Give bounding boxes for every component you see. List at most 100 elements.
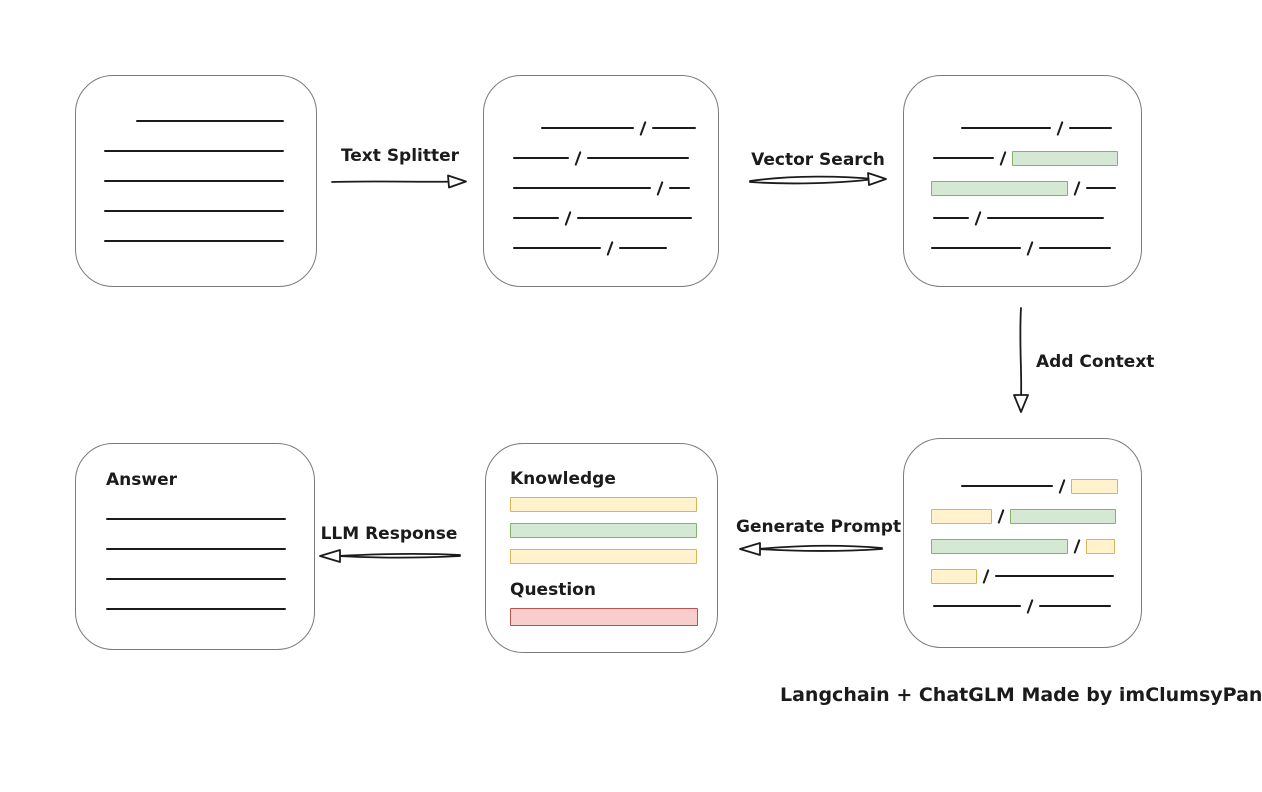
document-lines (76, 76, 316, 256)
text-row (904, 561, 1141, 591)
yellow-bar (510, 497, 697, 512)
answer-lines (106, 504, 314, 624)
vector-search-arrow-icon (749, 172, 887, 186)
text-row (106, 564, 314, 594)
highlight-chunk-yellow (1071, 478, 1119, 494)
text-row (76, 166, 316, 196)
text-row (76, 226, 316, 256)
text-line (1086, 187, 1117, 189)
text-line (587, 157, 690, 159)
text-line (933, 217, 969, 219)
text-row (904, 233, 1141, 263)
text-line (513, 247, 601, 249)
text-row (904, 501, 1141, 531)
chunk-lines (484, 76, 718, 263)
text-row (904, 143, 1141, 173)
green-bar (510, 523, 697, 538)
text-line (136, 120, 284, 122)
text-line (669, 187, 691, 189)
text-line (652, 127, 697, 129)
match-lines (904, 76, 1141, 263)
slash-separator (982, 568, 990, 584)
text-row (484, 173, 718, 203)
text-row (76, 136, 316, 166)
text-line (933, 157, 994, 159)
slash-separator (606, 240, 614, 256)
text-line (513, 187, 651, 189)
text-line (931, 247, 1021, 249)
red-bar (510, 608, 698, 626)
slash-separator (1073, 180, 1081, 196)
highlight-chunk-green (931, 538, 1068, 554)
yellow-bar (510, 549, 697, 564)
text-row (484, 113, 718, 143)
text-row (106, 534, 314, 564)
text-splitter-label: Text Splitter (340, 146, 460, 166)
slash-separator (1073, 538, 1081, 554)
text-line (513, 157, 569, 159)
question-bars (510, 608, 717, 626)
text-line (619, 247, 668, 249)
text-line (933, 605, 1021, 607)
highlight-chunk-yellow (931, 508, 992, 524)
credit-text: Langchain + ChatGLM Made by imClumsyPand… (780, 684, 1262, 706)
split-chunks-box (483, 75, 719, 287)
text-row (904, 531, 1141, 561)
text-row (76, 196, 316, 226)
text-line (1039, 605, 1112, 607)
slash-separator (997, 508, 1005, 524)
text-line (961, 127, 1051, 129)
context-chunks-box (903, 438, 1142, 648)
text-row (904, 203, 1141, 233)
text-row (76, 106, 316, 136)
text-line (1069, 127, 1113, 129)
text-line (577, 217, 693, 219)
add-context-label: Add Context (1036, 352, 1155, 372)
slash-separator (639, 120, 647, 136)
text-line (541, 127, 634, 129)
text-row (484, 233, 718, 263)
question-label: Question (510, 580, 596, 600)
knowledge-label: Knowledge (510, 469, 616, 489)
text-row (484, 203, 718, 233)
slash-separator (656, 180, 664, 196)
text-line (1039, 247, 1112, 249)
text-line (104, 210, 284, 212)
highlight-chunk-yellow (1086, 538, 1116, 554)
text-line (106, 518, 286, 520)
source-document-box (75, 75, 317, 287)
text-row (484, 143, 718, 173)
llm-response-label: LLM Response (320, 524, 458, 544)
context-lines (904, 439, 1141, 621)
text-line (104, 240, 284, 242)
text-line (104, 180, 284, 182)
text-line (995, 575, 1115, 577)
slash-separator (1058, 478, 1066, 494)
text-row (106, 504, 314, 534)
text-line (104, 150, 284, 152)
text-line (106, 608, 286, 610)
answer-label: Answer (106, 470, 177, 490)
slash-separator (1056, 120, 1064, 136)
knowledge-bars (510, 497, 717, 564)
answer-box: Answer (75, 443, 315, 650)
slash-separator (1026, 598, 1034, 614)
text-row (904, 591, 1141, 621)
text-row (904, 113, 1141, 143)
text-splitter-arrow-icon (331, 174, 467, 189)
highlight-chunk-green (1012, 150, 1119, 166)
vector-matches-box (903, 75, 1142, 287)
text-line (987, 217, 1105, 219)
llm-response-arrow-icon (319, 549, 461, 563)
text-line (106, 578, 286, 580)
slash-separator (999, 150, 1007, 166)
generate-prompt-arrow-icon (739, 542, 883, 556)
slash-separator (564, 210, 572, 226)
prompt-box: Knowledge Question (485, 443, 718, 653)
add-context-arrow-icon (1013, 307, 1029, 413)
text-row (904, 173, 1141, 203)
text-line (513, 217, 559, 219)
slash-separator (1026, 240, 1034, 256)
slash-separator (974, 210, 982, 226)
